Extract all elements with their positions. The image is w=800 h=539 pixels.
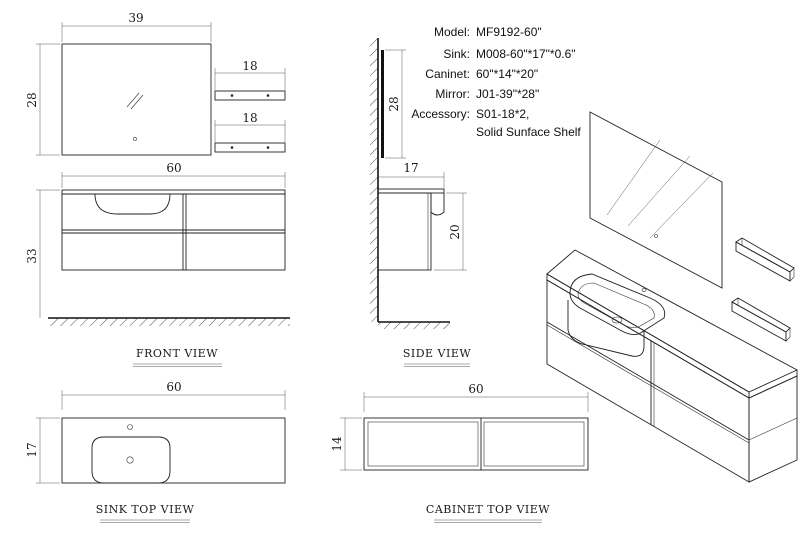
spec-accessory-label: Accessory: [411,107,470,121]
front-view: 60 33 FRONT VIEW [25,161,290,367]
spec-accessory-value-2: Solid Sunface Shelf [476,125,581,139]
sink-top-view: 60 17 SINK TOP VIEW [25,380,286,523]
sink-top-faucet-hole [127,424,133,430]
spec-sink-label: Sink: [443,47,470,61]
iso-mirror-reflection [649,172,714,239]
iso-drawer-split [546,324,750,444]
spec-cabinet-label: Caninet: [425,67,470,81]
shelf-views: 18 18 [214,59,286,153]
sink-top-outline [61,417,286,484]
iso-mirror-reflection [606,139,661,216]
cabinet-top-compartment [483,421,585,467]
basin-side [430,193,445,216]
cabinet-top-compartment [367,421,479,467]
spec-mirror-label: Mirror: [435,87,470,101]
shelf-screw [230,94,234,97]
front-view-label: FRONT VIEW [136,347,218,360]
iso-shelf-1 [735,237,795,282]
cabinet-top-view-label: CABINET TOP VIEW [426,503,550,516]
shelf-screw [266,94,270,97]
side-view-label: SIDE VIEW [403,347,472,360]
dim-front-height: 33 [25,248,39,263]
sink-top-drain [126,456,134,464]
spec-accessory-value-1: S01-18*2, [476,107,529,121]
iso-mirror [589,111,723,289]
iso-basin-body [567,300,645,357]
sink-top-view-label: SINK TOP VIEW [96,503,195,516]
basin-profile [94,193,171,215]
mirror-led-dot [133,137,137,141]
iso-side-split [748,417,798,441]
mirror-outline [61,43,212,156]
iso-mirror-reflection [627,155,691,227]
isometric-view [546,111,799,483]
spec-block: Model: MF9192-60" Sink: M008-60"*17"*0.6… [411,25,581,139]
cabinet-top-view: 60 14 CABINET TOP VIEW [330,382,589,523]
dim-sink-top-width: 60 [166,380,181,394]
shelf-screw [230,146,234,149]
countertop-side [377,188,445,194]
dim-shelf-width-2: 18 [242,111,257,125]
dim-cabinet-top-width: 60 [468,382,483,396]
countertop-edge [61,189,286,195]
iso-basin-drain [611,316,623,324]
spec-model-value: MF9192-60" [476,25,542,39]
cabinet-side [377,192,432,271]
sink-top-basin [91,436,171,484]
side-view: 28 17 20 SIDE VIEW [370,38,471,367]
side-floor-hatch [378,322,450,329]
spec-sink-value: M008-60"*17"*0.6" [476,47,576,61]
mirror-reflection-mark [130,94,144,110]
dim-mirror-height: 28 [25,92,39,107]
iso-faucet-hole [641,288,647,292]
shelf-2 [214,142,286,153]
spec-mirror-value: J01-39"*28" [476,87,539,101]
iso-basin-rim [569,273,666,335]
iso-basin-inner [577,282,655,328]
dim-side-mirror-height: 28 [387,96,401,111]
mirror-side [381,50,384,158]
floor-hatch [48,318,290,326]
iso-countertop-top [546,249,799,393]
wall-hatch [370,38,378,322]
dim-sink-top-depth: 17 [25,442,39,457]
iso-drawer-split [546,321,750,441]
dim-cabinet-top-depth: 14 [330,436,344,452]
iso-shelf-2 [731,297,791,342]
spec-model-label: Model: [434,25,470,39]
dim-side-depth: 17 [403,161,418,175]
dim-mirror-width: 39 [128,11,143,25]
mirror-reflection-mark [126,92,140,108]
iso-countertop-front [546,273,750,399]
iso-cabinet-side [748,375,798,483]
shelf-screw [266,146,270,149]
cabinet-top-outline [363,417,589,471]
shelf-1 [214,90,286,101]
mirror-front-view: 39 28 [25,11,212,156]
cabinet-body [61,193,286,271]
dim-side-cabinet-height: 20 [448,224,462,239]
iso-mirror-dot [654,234,658,238]
dim-shelf-width-1: 18 [242,59,257,73]
dim-front-width: 60 [166,161,181,175]
spec-cabinet-value: 60"*14"*20" [476,67,538,81]
